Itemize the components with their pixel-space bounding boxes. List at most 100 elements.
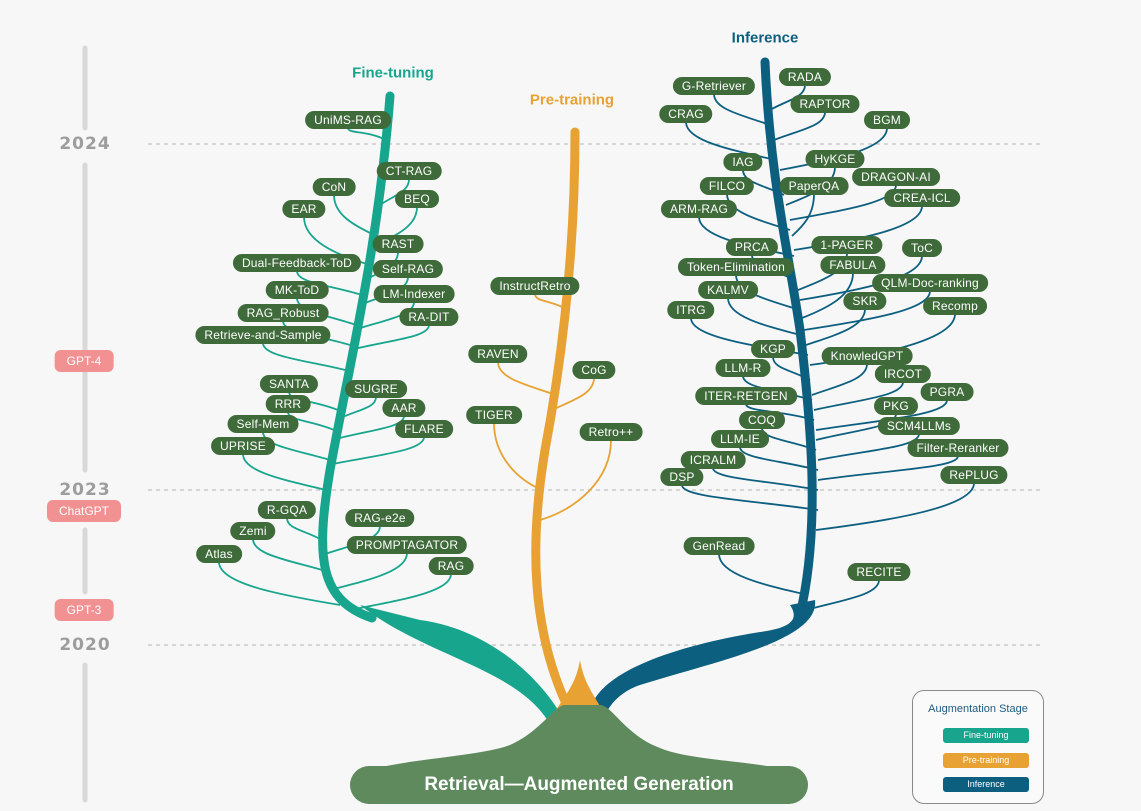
method-node: Self-Mem: [227, 415, 299, 433]
legend-item-fine-tuning: Fine-tuning: [943, 728, 1029, 743]
method-node: Recomp: [923, 297, 987, 315]
method-node: Filter-Reranker: [907, 439, 1009, 457]
method-node: BGM: [864, 111, 910, 129]
pre-training-twig: [539, 439, 612, 521]
legend: Augmentation Stage Fine-tuning Pre-train…: [912, 690, 1044, 804]
method-node: UPRISE: [211, 437, 275, 455]
inference-twig: [713, 93, 771, 126]
method-node: RA-DIT: [399, 308, 459, 326]
method-node: PKG: [874, 397, 918, 415]
pre-training-twig: [497, 361, 557, 396]
stage-trunks: [318, 57, 817, 785]
method-node: PRCA: [725, 238, 779, 256]
method-node: Atlas: [196, 545, 242, 563]
method-node: RePLUG: [940, 466, 1008, 484]
pre-training-twig: [493, 422, 543, 491]
method-node: CRAG: [659, 105, 713, 123]
timeline-guides: [82, 45, 1043, 803]
method-node: GenRead: [683, 537, 755, 555]
inference-trunk-base: [590, 600, 816, 740]
fine-tuning-trunk: [318, 91, 395, 623]
method-node: EAR: [282, 200, 326, 218]
method-node: RECITE: [847, 563, 911, 581]
method-node: CT-RAG: [376, 162, 442, 180]
pre-training-trunk: [531, 127, 580, 717]
root-label: Retrieval—Augmented Generation: [350, 766, 808, 804]
method-node: LLM-IE: [711, 430, 769, 448]
fine-tuning-twig: [347, 127, 387, 141]
method-node: Token-Elimination: [677, 258, 795, 276]
inference-twig: [801, 272, 854, 319]
stage-title-pre-training: Pre-training: [529, 91, 615, 109]
method-node: RRR: [265, 395, 311, 413]
method-node: TIGER: [466, 406, 522, 424]
fine-tuning-twig: [353, 301, 415, 331]
method-node: KGP: [751, 340, 795, 358]
inference-twig: [817, 433, 920, 461]
legend-item-pre-training: Pre-training: [943, 753, 1029, 768]
method-node: AAR: [382, 399, 426, 417]
method-node: MK-ToD: [265, 281, 329, 299]
method-node: SCM4LLMs: [877, 417, 961, 435]
inference-twig: [815, 399, 948, 431]
inference-twig: [739, 446, 819, 471]
method-node: KALMV: [698, 281, 758, 299]
method-node: Dual-Feedback-ToD: [232, 254, 362, 272]
inference-twig: [773, 111, 826, 141]
method-node: HyKGE: [805, 150, 865, 168]
method-node: RAG: [428, 557, 474, 575]
fine-tuning-twig: [331, 415, 405, 441]
method-node: FLARE: [395, 420, 453, 438]
method-node: RADA: [778, 68, 832, 86]
inference-twig: [811, 363, 868, 396]
inference-twig: [813, 381, 904, 411]
method-node: LLM-R: [715, 359, 771, 377]
inference-twig: [817, 455, 959, 481]
method-node: LM-Indexer: [373, 285, 455, 303]
year-label-2020: 2020: [59, 635, 111, 655]
legend-item-inference: Inference: [943, 777, 1029, 792]
inference-twig: [815, 482, 975, 531]
fine-tuning-twig: [333, 194, 375, 236]
inference-twig: [712, 467, 819, 491]
method-node: Retrieve-and-Sample: [195, 326, 331, 344]
inference-twig: [805, 579, 880, 611]
fine-tuning-twig: [287, 411, 335, 431]
milestone-gpt3: GPT-3: [54, 599, 114, 621]
method-node: R-GQA: [257, 501, 317, 519]
inference-twig: [727, 297, 805, 337]
method-node: Zemi: [230, 522, 276, 540]
year-label-2024: 2024: [59, 134, 111, 154]
fine-tuning-twig: [327, 436, 425, 466]
inference-twig: [718, 553, 809, 596]
fine-tuning-twig: [286, 517, 323, 541]
method-node: InstructRetro: [490, 277, 580, 295]
inference-twig: [681, 484, 819, 511]
legend-title: Augmentation Stage: [928, 703, 1028, 715]
method-node: SANTA: [259, 375, 319, 393]
stage-title-fine-tuning: Fine-tuning: [352, 64, 434, 82]
fine-tuning-twig: [262, 342, 346, 371]
method-node: SKR: [843, 292, 887, 310]
milestone-gpt4: GPT-4: [54, 350, 114, 372]
method-node: ToC: [902, 239, 942, 257]
method-node: QLM-Doc-ranking: [872, 274, 988, 292]
method-node: CoN: [312, 178, 356, 196]
method-node: PGRA: [920, 383, 974, 401]
milestone-chatgpt: ChatGPT: [46, 500, 122, 522]
method-node: ITER-RETGEN: [695, 387, 797, 405]
method-node: FILCO: [699, 177, 755, 195]
method-node: ARM-RAG: [660, 200, 738, 218]
fine-tuning-twig: [349, 324, 430, 351]
fine-tuning-twig: [252, 538, 323, 571]
method-node: CoG: [572, 361, 616, 379]
method-node: RAG_Robust: [237, 304, 329, 322]
fine-tuning-twig: [329, 552, 408, 591]
method-node: IRCOT: [874, 365, 932, 383]
fine-tuning-twig: [242, 453, 327, 491]
inference-twig: [791, 193, 815, 237]
method-node: CREA-ICL: [884, 189, 960, 207]
inference-trunk: [760, 57, 817, 620]
inference-twig: [805, 308, 866, 346]
